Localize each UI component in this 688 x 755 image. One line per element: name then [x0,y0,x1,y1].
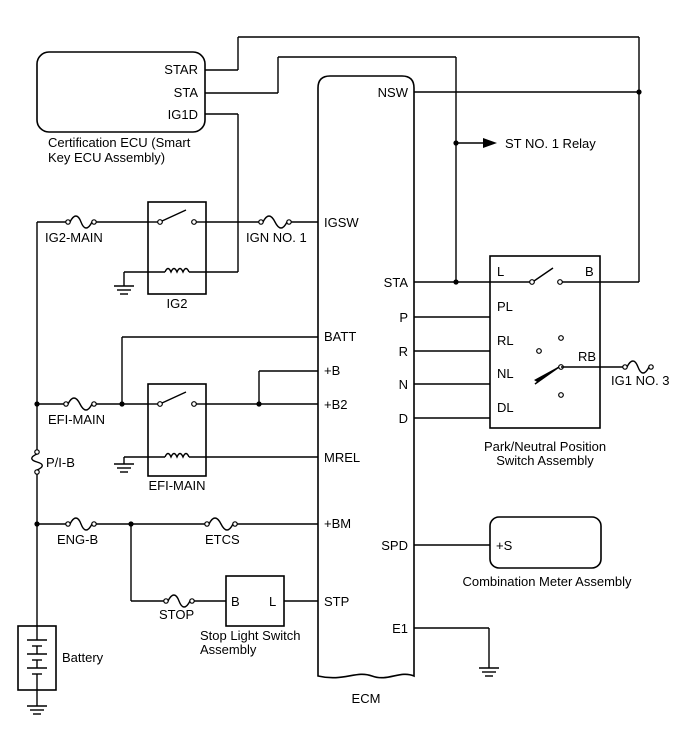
ecm-pin-b2: +B2 [324,397,348,412]
combo-meter-label: Combination Meter Assembly [462,574,632,589]
fuse-label-pib: P/I-B [46,455,75,470]
cert-pin-star: STAR [164,62,198,77]
ground-icon [27,705,47,715]
fuse-labels: IG2-MAIN IGN NO. 1 EFI-MAIN P/I-B ENG-B … [45,230,670,622]
ecm-pin-stp: STP [324,594,349,609]
meter-pin-s: +S [496,538,513,553]
fuse-label-etcs: ETCS [205,532,240,547]
fuse-icon [163,594,195,608]
efi-main-relay: EFI-MAIN [147,383,207,493]
battery: Battery [17,625,104,691]
fuse-icon [31,449,43,475]
fuse-label-ig2-main: IG2-MAIN [45,230,103,245]
cert-pin-sta: STA [174,85,199,100]
pnp-pin-b: B [585,264,594,279]
stop-switch-label-line1: Stop Light Switch [200,628,300,643]
arrow-right-icon [483,138,497,148]
relay-coil-icon [164,267,190,274]
st-relay-label: ST NO. 1 Relay [505,136,596,151]
pnp-switch-label-line1: Park/Neutral Position [484,439,606,454]
ecm-pin-b: +B [324,363,340,378]
ecm-pin-batt: BATT [324,329,356,344]
junction-dots [34,89,642,527]
ecm-pin-r: R [399,344,408,359]
ecm-pin-spd: SPD [381,538,408,553]
pnp-pin-rb: RB [578,349,596,364]
ecm-pin-igsw: IGSW [324,215,359,230]
cert-ecu-label-line2: Key ECU Assembly) [48,150,165,165]
pnp-switch-label-line2: Switch Assembly [496,453,594,468]
ig2-relay: IG2 [147,201,207,311]
stop-pin-l: L [269,594,276,609]
combination-meter: +S Combination Meter Assembly [462,516,632,589]
ecm-pin-mrel: MREL [324,450,360,465]
fuse-label-stop: STOP [159,607,194,622]
fuse-icon [63,397,97,411]
cert-pin-ig1d: IG1D [168,107,198,122]
pnp-pin-dl: DL [497,400,514,415]
certification-ecu: STAR STA IG1D Certification ECU (Smart K… [36,51,206,165]
pnp-pin-nl: NL [497,366,514,381]
ground-icon [479,667,499,677]
ecm-pin-sta: STA [384,275,409,290]
fuses [31,215,654,608]
fuse-label-efi-main: EFI-MAIN [48,412,105,427]
fuse-icon [65,517,97,531]
fuse-icon [65,215,97,229]
pnp-pin-rl: RL [497,333,514,348]
efi-main-relay-label: EFI-MAIN [148,478,205,493]
fuse-icon [204,517,238,531]
stop-light-switch: B L Stop Light Switch Assembly [200,575,300,657]
battery-label: Battery [62,650,104,665]
ground-icon [114,463,134,473]
ecm: ECM IGSW BATT +B +B2 MREL +BM STP NSW ST… [317,75,415,706]
stop-pin-b: B [231,594,240,609]
fuse-label-ign-no1: IGN NO. 1 [246,230,307,245]
ecm-pin-d: D [399,411,408,426]
ecm-pin-bm: +BM [324,516,351,531]
fuse-label-ig1-no3: IG1 NO. 3 [611,373,670,388]
ig2-relay-label: IG2 [167,296,188,311]
relay-coil-icon [164,452,190,459]
ecm-pin-nsw: NSW [378,85,409,100]
ecm-pin-p: P [399,310,408,325]
cert-ecu-label-line1: Certification ECU (Smart [48,135,191,150]
ground-icon [114,285,134,295]
park-neutral-switch: L B PL RL NL RB DL Park/Neutral Position… [484,255,606,468]
stop-switch-label-line2: Assembly [200,642,257,657]
ecm-pin-e1: E1 [392,621,408,636]
fuse-icon [258,215,292,229]
fuse-label-eng-b: ENG-B [57,532,98,547]
pnp-pin-l: L [497,264,504,279]
fuse-icon [622,360,654,374]
pnp-pin-pl: PL [497,299,513,314]
ecm-pin-n: N [399,377,408,392]
ecm-label: ECM [352,691,381,706]
